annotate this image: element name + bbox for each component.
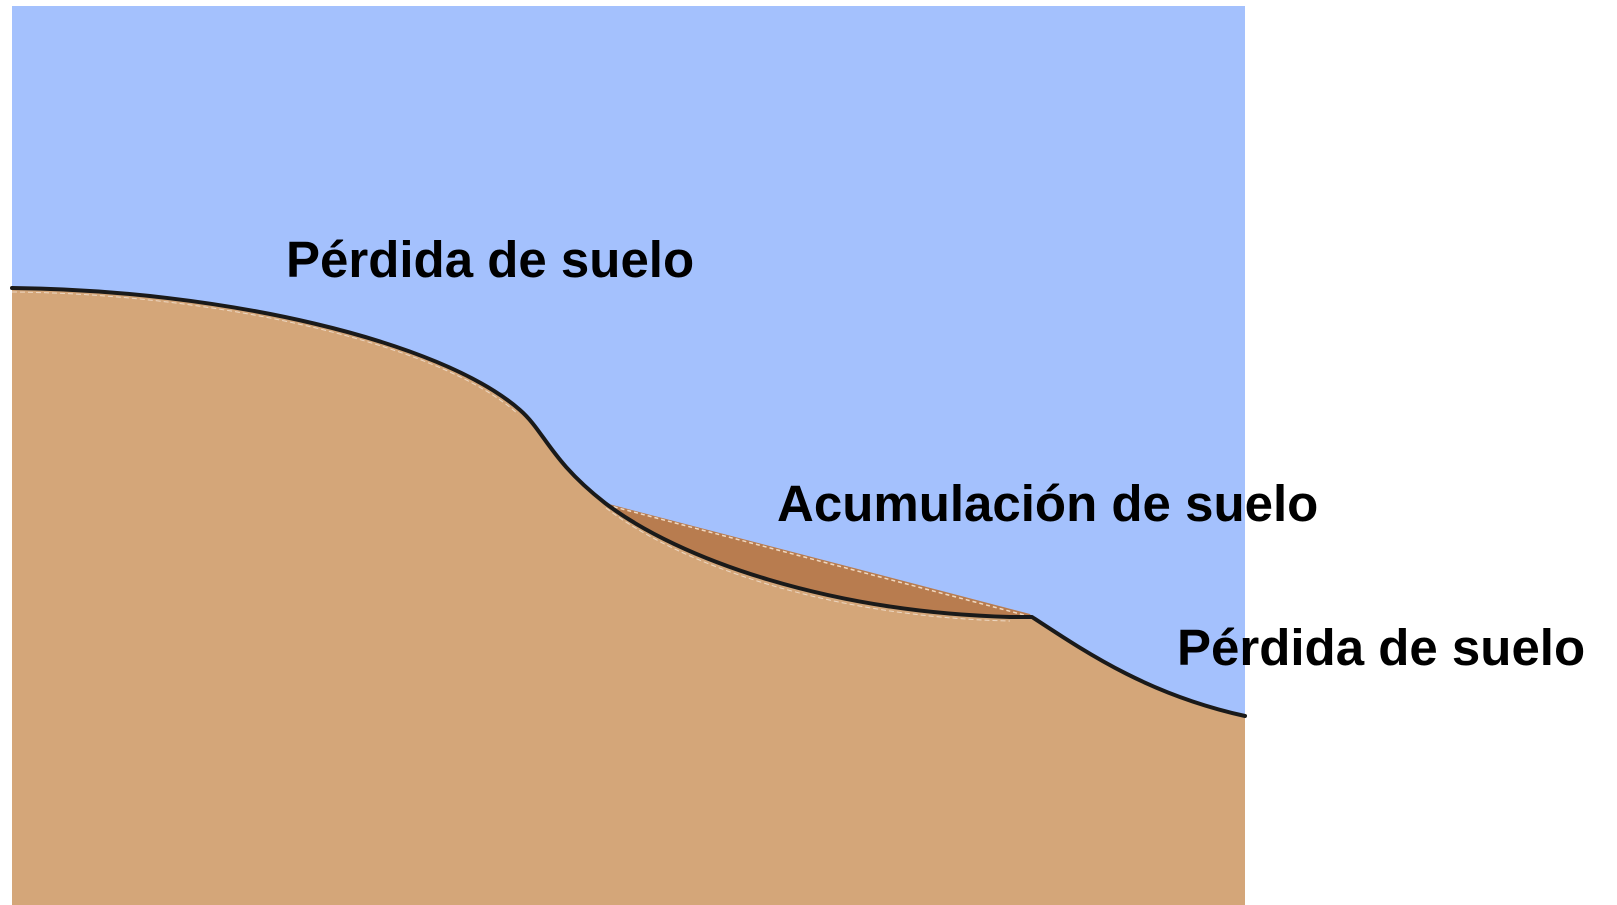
deposit-surface-dashed-line	[606, 504, 1029, 617]
soil-accumulation-label: Acumulación de suelo	[777, 475, 1319, 532]
ground-surface-line	[10, 286, 1247, 718]
ground-surface-highlight	[11, 291, 1011, 622]
soil-loss-label-lower: Pérdida de suelo	[1177, 619, 1586, 676]
soil-body	[12, 288, 1245, 905]
soil-loss-label-upper: Pérdida de suelo	[286, 231, 695, 288]
